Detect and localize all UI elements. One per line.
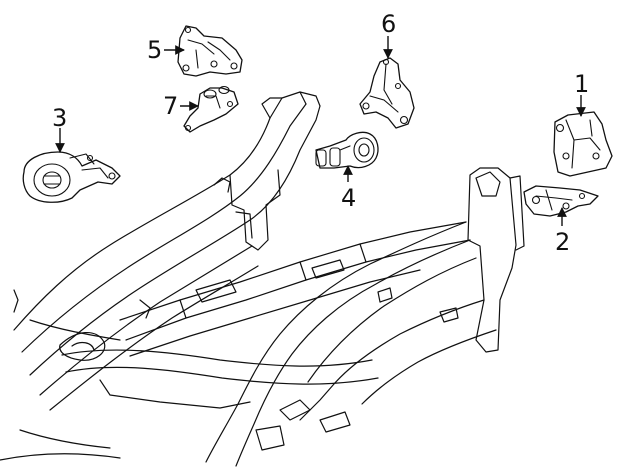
callout-2: 2 xyxy=(555,228,570,256)
part-5-upper-mount xyxy=(177,25,243,77)
callout-leaders xyxy=(55,36,586,226)
part-6-bracket xyxy=(359,57,415,129)
part-4-mount xyxy=(315,131,379,169)
callout-1: 1 xyxy=(574,70,589,98)
part-3-transmission-mount xyxy=(22,151,121,203)
callout-6: 6 xyxy=(381,10,396,38)
subframe-cradle xyxy=(0,91,525,467)
part-7-bracket xyxy=(183,85,239,133)
callout-4: 4 xyxy=(341,184,356,212)
part-1-engine-mount xyxy=(553,111,613,177)
callout-7: 7 xyxy=(163,92,178,120)
callout-3: 3 xyxy=(52,104,67,132)
callout-labels: 1 2 3 4 5 6 7 xyxy=(52,10,589,256)
callout-5: 5 xyxy=(147,36,162,64)
part-2-bracket xyxy=(523,185,599,217)
